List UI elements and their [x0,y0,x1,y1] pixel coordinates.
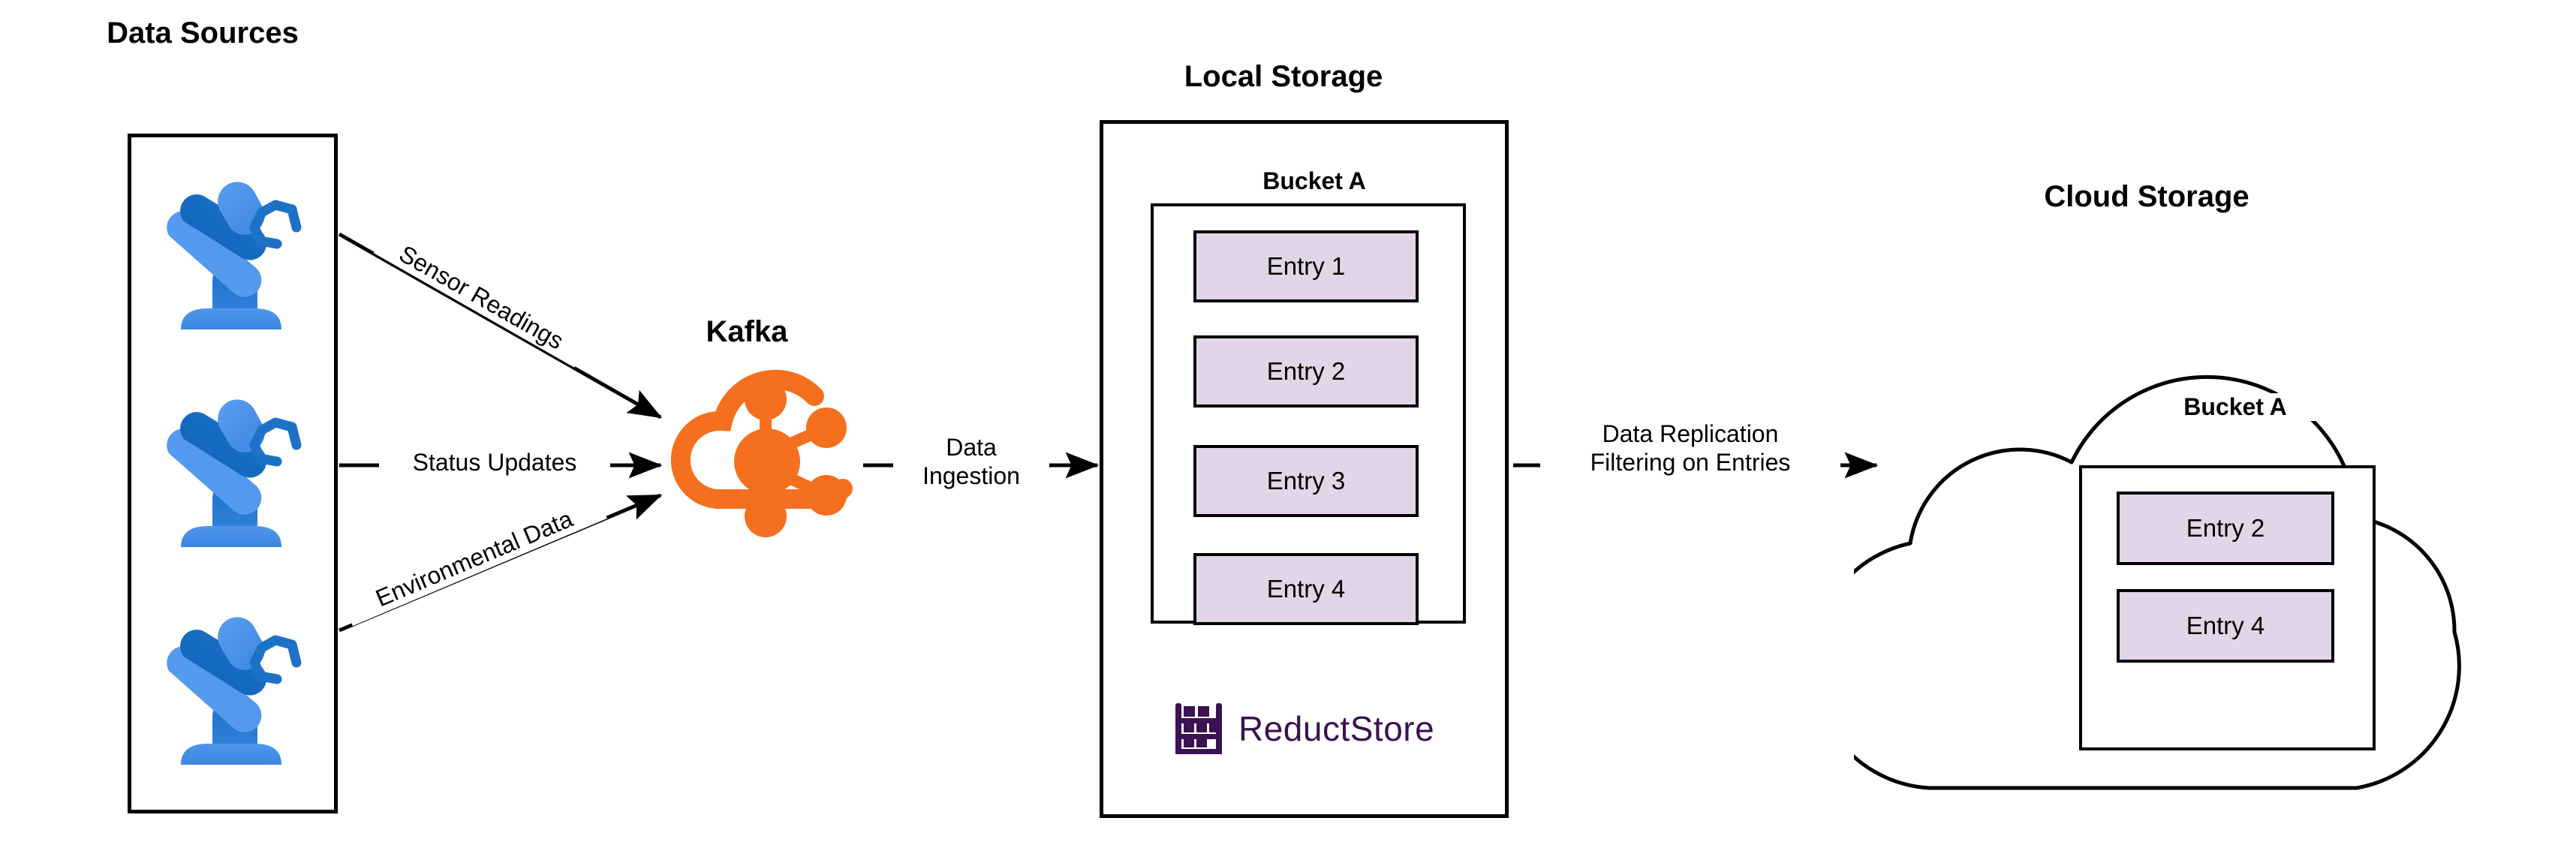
edge-label-status-updates: Status Updates [379,449,610,477]
edge-sensor-readings [338,232,663,419]
data-sources-title: Data Sources [107,17,299,50]
edge-label-data-replication-line1: Data Replication [1602,420,1779,447]
cloud-bucket-label: Bucket A [2154,393,2316,421]
reductstore-shelf-icon [1175,703,1222,754]
edge-label-data-ingestion-line2: Ingestion [922,462,1020,489]
local-storage-title: Local Storage [1184,60,1383,93]
local-entry-1[interactable]: Entry 1 [1193,230,1419,302]
reductstore-brand-lockup: ReductStore [1172,702,1434,756]
robot-arm-icon [167,182,302,329]
local-storage-container: Bucket A Entry 1 Entry 2 Entry 3 Entry 4 [1100,120,1509,818]
edge-label-environmental-data: Environmental Data [342,492,607,626]
cloud-entry-2[interactable]: Entry 4 [2117,589,2334,663]
kafka-title: Kafka [706,315,788,348]
cloud-storage-title: Cloud Storage [2044,180,2249,213]
edge-label-data-ingestion: Data Ingestion [893,434,1049,491]
reductstore-wordmark: ReductStore [1238,709,1435,748]
edge-label-sensor-readings: Sensor Readings [373,228,589,368]
kafka-cloud-node-icon [670,369,853,537]
local-bucket-label: Bucket A [1227,167,1401,195]
edge-label-data-ingestion-line1: Data [946,434,997,461]
data-sources-container [128,134,338,813]
local-entry-3[interactable]: Entry 3 [1193,445,1419,517]
local-entry-4[interactable]: Entry 4 [1193,553,1419,625]
edge-label-data-replication: Data Replication Filtering on Entries [1540,420,1840,477]
cloud-entry-1[interactable]: Entry 2 [2117,492,2334,565]
edge-label-data-replication-line2: Filtering on Entries [1590,448,1791,476]
robot-arm-icon [167,399,302,547]
robot-arm-icon [167,617,302,765]
local-entry-2[interactable]: Entry 2 [1193,335,1419,407]
